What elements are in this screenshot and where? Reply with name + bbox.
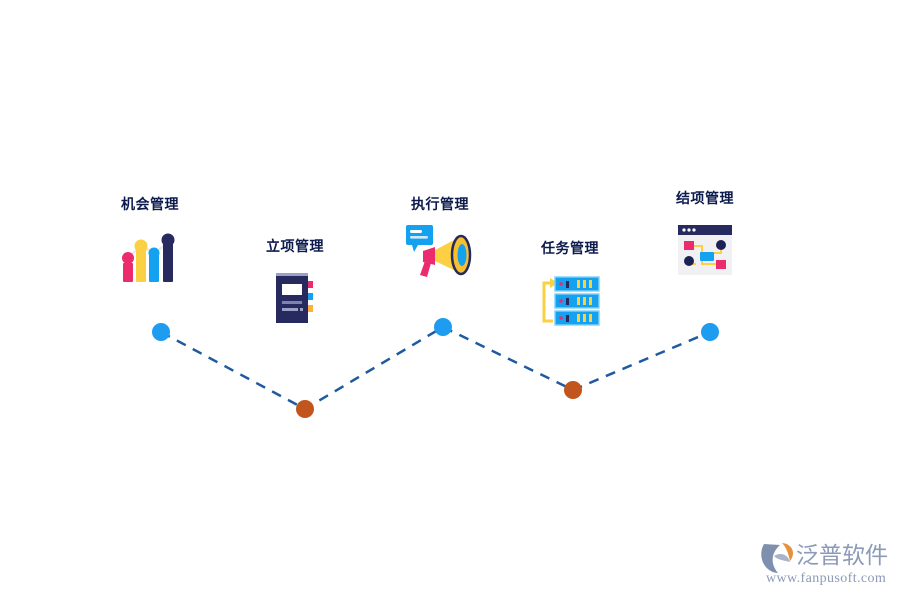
stage-task[interactable]: 任务管理 <box>505 240 635 327</box>
watermark-url: www.fanpusoft.com <box>766 571 886 586</box>
node-dot-opportunity[interactable] <box>152 323 170 341</box>
fanpu-swoosh-logo-icon <box>761 543 794 573</box>
stage-label-initiation: 立项管理 <box>266 238 324 254</box>
stage-execution[interactable]: 执行管理 <box>375 196 505 283</box>
server-stack-icon <box>505 265 635 327</box>
node-dot-task[interactable] <box>564 381 582 399</box>
stage-label-execution: 执行管理 <box>411 196 469 212</box>
zigzag-dashed-connector <box>160 325 711 411</box>
node-dot-closure[interactable] <box>701 323 719 341</box>
stage-label-closure: 结项管理 <box>676 190 734 206</box>
node-dot-execution[interactable] <box>434 318 452 336</box>
megaphone-icon <box>375 221 505 283</box>
stage-label-task: 任务管理 <box>541 240 599 256</box>
flow-window-icon <box>640 215 770 277</box>
bar-chart-icon <box>85 221 215 283</box>
stage-opportunity[interactable]: 机会管理 <box>85 196 215 283</box>
watermark: 泛普软件 www.fanpusoft.com <box>760 532 890 594</box>
notebook-icon <box>230 263 360 325</box>
stage-label-opportunity: 机会管理 <box>121 196 179 212</box>
watermark-brand: 泛普软件 <box>796 543 888 569</box>
stage-closure[interactable]: 结项管理 <box>640 190 770 277</box>
node-dot-initiation[interactable] <box>296 400 314 418</box>
stage-initiation[interactable]: 立项管理 <box>230 238 360 325</box>
